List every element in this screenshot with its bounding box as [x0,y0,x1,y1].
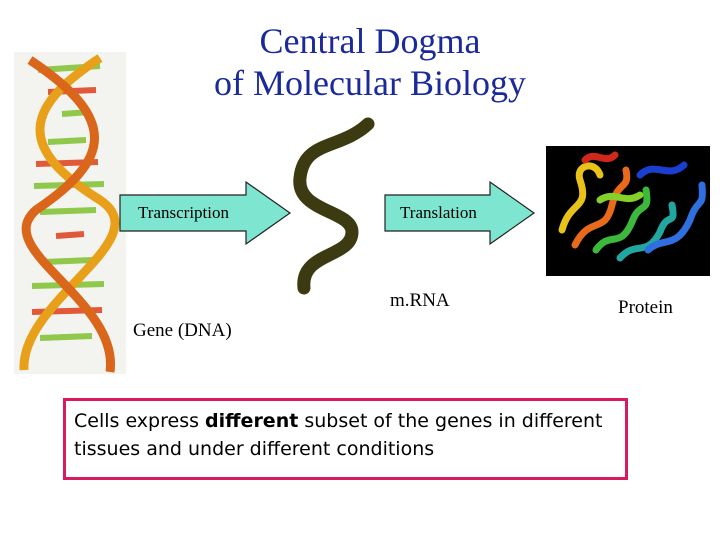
title-line-2: of Molecular Biology [214,63,526,103]
note-text-before: Cells express [74,410,206,432]
note-emphasis: different [205,410,299,432]
dna-double-helix-icon [14,52,126,374]
mrna-label: m.RNA [390,290,450,311]
protein-ribbon-structure-icon [546,146,710,276]
mrna-strand-icon [293,117,375,295]
note-text-after: subset of the genes in different tissues… [74,410,603,460]
translation-arrow [384,180,536,246]
note-box: Cells express different subset of the ge… [63,398,628,480]
gene-label: Gene (DNA) [133,320,232,341]
protein-label: Protein [618,297,673,318]
transcription-label: Transcription [138,203,229,222]
transcription-arrow [119,180,292,246]
page-title: Central Dogma of Molecular Biology [150,20,590,104]
translation-label: Translation [400,203,477,222]
title-line-1: Central Dogma [259,21,481,61]
